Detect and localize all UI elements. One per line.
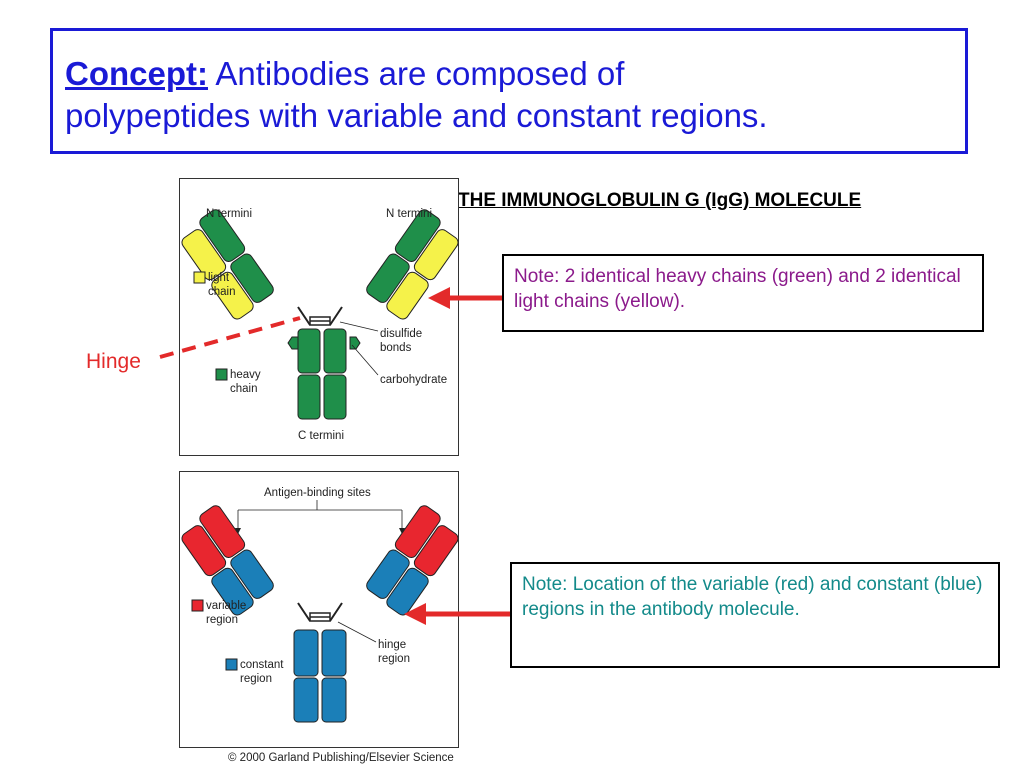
variable-region-legend-label: variable region — [206, 600, 247, 626]
igg-region-figure: Antigen-binding sites variable region co… — [179, 471, 459, 748]
n-termini-right-label: N termini — [386, 208, 433, 220]
title-box: Concept: Antibodies are composed of poly… — [50, 28, 968, 154]
c-termini-label: C termini — [298, 430, 345, 442]
note-heavy-light-chains: Note: 2 identical heavy chains (green) a… — [502, 254, 984, 332]
igg-chain-diagram — [181, 209, 458, 420]
title-line-2: polypeptides with variable and constant … — [65, 97, 768, 134]
title-line-1: Antibodies are composed of — [208, 55, 625, 92]
n-termini-left-label: N termini — [206, 208, 253, 220]
molecule-heading: THE IMMUNOGLOBULIN G (IgG) MOLECULE — [458, 190, 862, 211]
note-variable-constant-regions: Note: Location of the variable (red) and… — [510, 562, 1000, 668]
hinge-region-label: hinge region — [378, 639, 410, 665]
heavy-chain-legend-label: heavy chain — [230, 369, 261, 395]
constant-region-legend-label: constant region — [240, 659, 284, 685]
carbohydrate-label: carbohydrate — [380, 374, 448, 386]
igg-region-diagram — [181, 500, 458, 723]
disulfide-bonds-label: disulfide bonds — [380, 328, 423, 354]
copyright-text: © 2000 Garland Publishing/Elsevier Scien… — [228, 752, 454, 764]
antigen-binding-sites-label: Antigen-binding sites — [264, 487, 371, 499]
light-chain-legend-label: light chain — [208, 272, 236, 298]
concept-label: Concept: — [65, 55, 208, 92]
hinge-label: Hinge — [86, 350, 141, 373]
igg-chain-figure: N termini N termini light chain heavy ch… — [179, 178, 459, 456]
slide-title: Concept: Antibodies are composed of poly… — [65, 53, 955, 137]
